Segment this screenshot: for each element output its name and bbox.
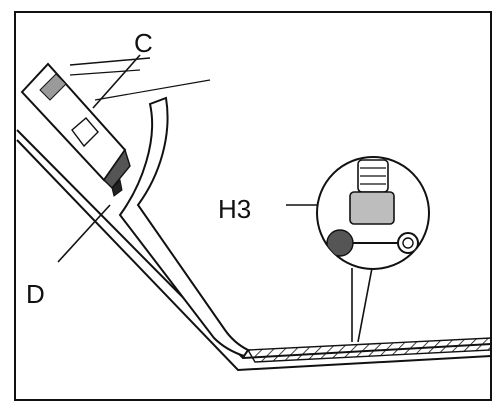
callout-label-c: C: [134, 28, 153, 58]
adhesive-tube: [20, 62, 131, 197]
diagram-frame: [14, 11, 492, 401]
body-panel: [16, 129, 492, 372]
hatched-seam: [246, 337, 492, 363]
molding-strip: [118, 96, 250, 358]
detail-circle: [316, 156, 430, 270]
callout-label-d: D: [26, 279, 45, 309]
callout-label-h3: H3: [218, 194, 251, 224]
window-glass: [69, 57, 211, 101]
